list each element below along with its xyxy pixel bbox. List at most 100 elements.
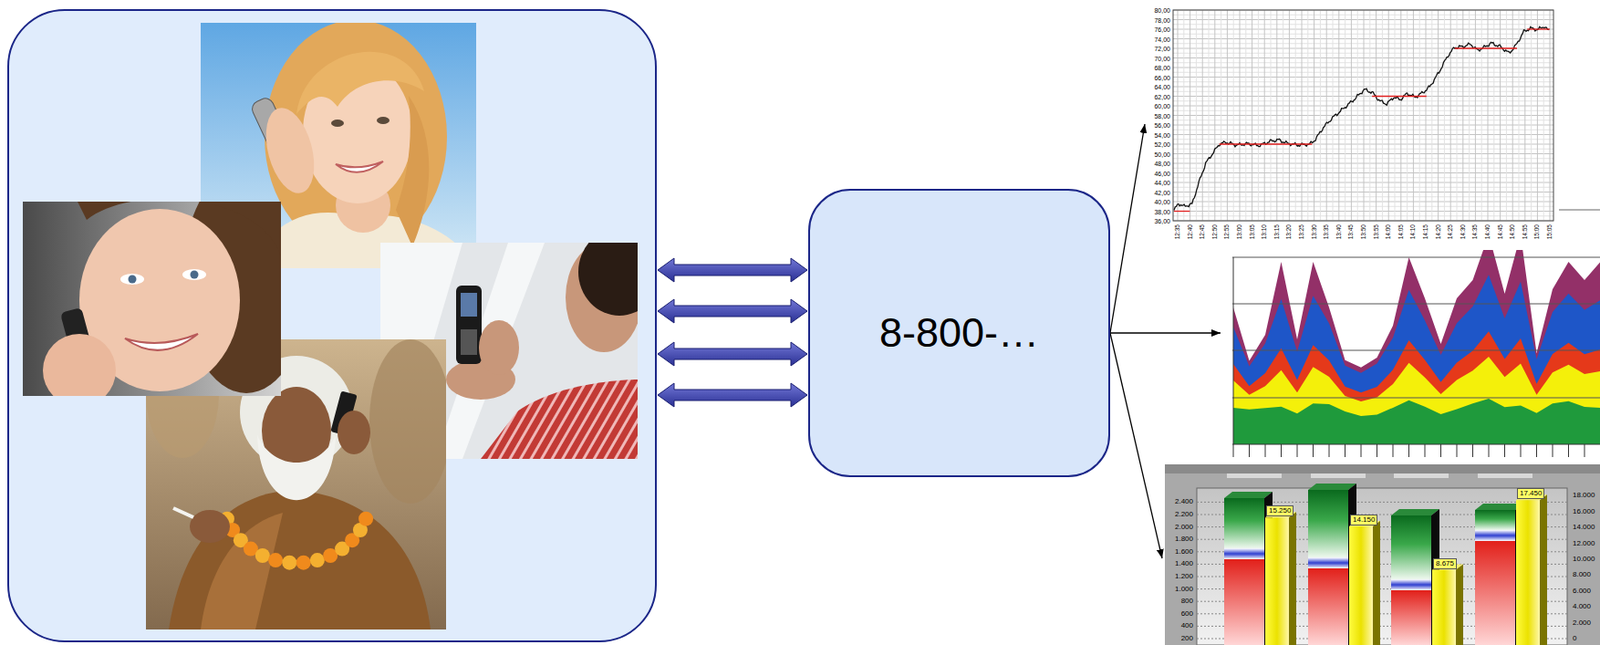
plot-frame xyxy=(1173,10,1554,221)
chart-arrows xyxy=(1110,124,1221,559)
grid-line xyxy=(1363,10,1365,221)
time-tick: 14:40 xyxy=(1485,224,1492,239)
blur xyxy=(369,339,447,504)
bar-red xyxy=(1224,559,1265,645)
time-tick: 14:05 xyxy=(1398,224,1405,239)
axis-value: 62,00 xyxy=(1153,93,1171,100)
strand xyxy=(395,95,429,247)
hand xyxy=(189,509,230,543)
axis-value: 1.800 xyxy=(1174,535,1194,543)
grid-line xyxy=(1375,10,1377,221)
axis-value: 16.000 xyxy=(1572,508,1595,516)
axis-value: 1.400 xyxy=(1174,560,1194,568)
time-tick: 12:40 xyxy=(1186,224,1194,239)
bar-chart xyxy=(1164,464,1600,645)
lead-line xyxy=(1558,208,1600,210)
grid-line xyxy=(1487,10,1489,221)
hair xyxy=(578,242,638,316)
axis-value: 2.400 xyxy=(1174,498,1194,506)
flower xyxy=(296,555,312,571)
tick xyxy=(1568,444,1569,458)
tick xyxy=(1440,444,1442,458)
bar-top xyxy=(1224,491,1273,499)
grid-line xyxy=(1543,10,1545,221)
bar-green xyxy=(1308,489,1349,558)
pointer-arrow xyxy=(1110,332,1221,333)
grid-line xyxy=(1189,10,1191,221)
time-tick: 13:40 xyxy=(1336,224,1343,239)
grid-line xyxy=(1481,10,1483,221)
panel-tab xyxy=(1310,473,1366,478)
tick xyxy=(1344,444,1346,458)
grid-line xyxy=(1456,10,1458,221)
bar-band xyxy=(1224,548,1265,560)
time-tick: 13:10 xyxy=(1261,224,1268,239)
axis-value: 60,00 xyxy=(1153,103,1171,110)
tick xyxy=(1456,444,1458,458)
grid-line xyxy=(1233,10,1235,221)
tick xyxy=(1280,444,1282,458)
time-tick: 14:15 xyxy=(1423,224,1430,239)
grid-line xyxy=(1220,10,1222,221)
time-tick: 14:55 xyxy=(1522,224,1529,239)
grid-line xyxy=(1468,10,1470,221)
grid-line xyxy=(1232,303,1600,305)
time-tick: 14:30 xyxy=(1460,224,1467,239)
axis-value: 1.600 xyxy=(1174,548,1194,556)
time-tick: 13:15 xyxy=(1274,224,1281,239)
phone xyxy=(456,285,482,364)
bar-side xyxy=(1288,511,1297,645)
axis-value: 66,00 xyxy=(1153,73,1171,81)
axis-value: 2.000 xyxy=(1174,523,1194,531)
tick xyxy=(1312,444,1314,458)
bar-yellow xyxy=(1265,517,1289,645)
pointer-arrow xyxy=(1110,332,1163,559)
time-tick: 13:20 xyxy=(1286,224,1293,239)
grid-line xyxy=(1232,397,1600,399)
time-tick: 13:35 xyxy=(1323,224,1330,239)
bar-yellow xyxy=(1349,526,1373,645)
axis-value: 58,00 xyxy=(1153,112,1171,119)
hand xyxy=(257,102,323,198)
grid-line xyxy=(1239,10,1241,221)
area-layer xyxy=(1233,274,1600,445)
grid-line xyxy=(1549,10,1551,221)
value-label: 15.250 xyxy=(1266,505,1294,517)
hair xyxy=(77,201,281,257)
double-arrow xyxy=(657,383,808,407)
time-tick: 12:50 xyxy=(1212,224,1219,239)
double-arrow xyxy=(657,258,808,282)
beard xyxy=(257,435,336,500)
grid-line xyxy=(1177,10,1179,221)
time-tick: 13:45 xyxy=(1348,224,1355,239)
grid-line xyxy=(1475,10,1476,221)
bar-side xyxy=(1372,520,1381,645)
axis-value: 0 xyxy=(1572,634,1577,643)
grid-line xyxy=(1319,10,1321,221)
grid-line xyxy=(1288,10,1290,221)
tick xyxy=(1408,444,1410,458)
tick xyxy=(1361,444,1362,458)
axis-value: 54,00 xyxy=(1153,131,1171,138)
grid-line xyxy=(1264,10,1266,221)
time-tick: 14:20 xyxy=(1434,224,1442,239)
grid-line xyxy=(1412,10,1414,221)
time-tick: 12:35 xyxy=(1174,224,1182,239)
grid-line xyxy=(1524,10,1526,221)
eye xyxy=(182,269,207,281)
axis-value: 200 xyxy=(1181,634,1194,643)
grid-line xyxy=(1537,10,1538,221)
time-tick: 15:05 xyxy=(1547,224,1554,239)
grid-line xyxy=(1338,10,1340,221)
area-layer xyxy=(1233,356,1600,445)
time-tick: 13:00 xyxy=(1236,224,1244,239)
grid-line xyxy=(1276,10,1278,221)
flower xyxy=(268,552,283,568)
area-layers xyxy=(1233,249,1600,445)
grid-line xyxy=(1208,10,1210,221)
tick xyxy=(1552,444,1554,458)
grid-line xyxy=(1388,10,1390,221)
screen xyxy=(460,292,478,317)
